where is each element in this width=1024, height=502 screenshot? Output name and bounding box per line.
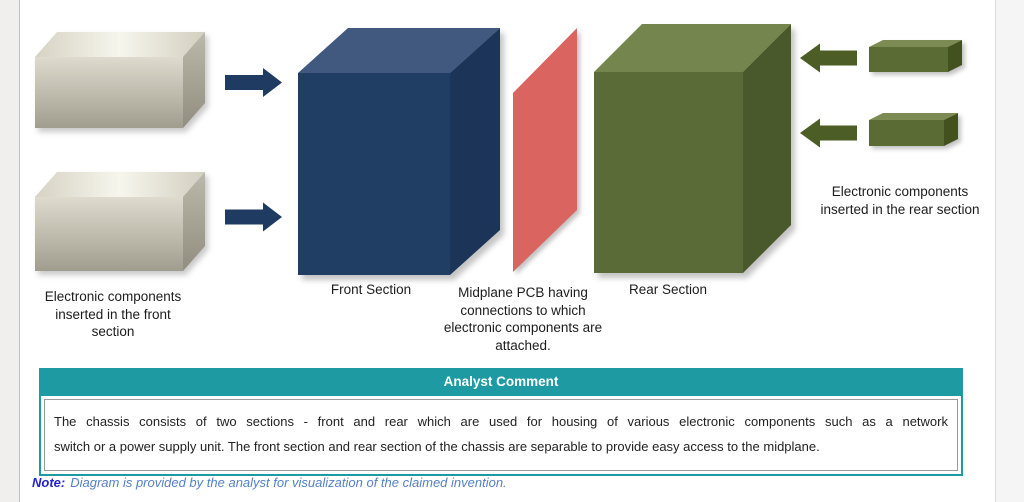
cube-top-face bbox=[298, 28, 500, 73]
rear-component-box-1 bbox=[869, 40, 962, 72]
rear-section-cube bbox=[594, 24, 791, 273]
front-insert-arrow-2 bbox=[225, 202, 282, 232]
cube-front-face bbox=[594, 72, 743, 273]
box-side-face bbox=[183, 32, 205, 128]
box-front-face bbox=[869, 47, 948, 72]
document-page: Electronic components inserted in the fr… bbox=[20, 0, 996, 502]
chassis-diagram bbox=[35, 24, 962, 275]
box-front-face bbox=[35, 197, 183, 271]
note-text: Diagram is provided by the analyst for v… bbox=[70, 475, 507, 490]
box-front-face bbox=[35, 57, 183, 128]
front-section-cube bbox=[298, 28, 500, 275]
left-gutter bbox=[0, 0, 20, 502]
analyst-comment-header: Analyst Comment bbox=[39, 368, 963, 396]
cube-side-face bbox=[743, 24, 791, 273]
box-side-face bbox=[944, 113, 958, 146]
front-insert-arrow-1 bbox=[225, 68, 282, 97]
rear-insert-arrow-2 bbox=[800, 118, 857, 148]
note-line: Note: Diagram is provided by the analyst … bbox=[32, 475, 507, 491]
note-label: Note: bbox=[32, 475, 66, 490]
comment-line-2: switch or a power supply unit. The front… bbox=[54, 439, 820, 454]
box-front-face bbox=[869, 120, 944, 146]
analyst-comment-body: The chassis consists of two sections - f… bbox=[39, 396, 963, 476]
front-section-label: Front Section bbox=[330, 282, 412, 297]
midplane-label: Midplane PCB having connections to which… bbox=[443, 285, 603, 353]
front-component-box-2 bbox=[35, 172, 205, 271]
midplane-pcb bbox=[513, 28, 577, 272]
analyst-comment-panel: Analyst Comment The chassis consists of … bbox=[39, 368, 963, 476]
rear-insert-arrow-1 bbox=[800, 43, 857, 73]
box-top-face bbox=[869, 40, 962, 47]
comment-line-1: The chassis consists of two sections - f… bbox=[54, 414, 948, 429]
box-top-face bbox=[869, 113, 958, 120]
cube-top-face bbox=[594, 24, 791, 72]
rear-components-label: Electronic components inserted in the re… bbox=[820, 184, 980, 217]
front-components-label: Electronic components inserted in the fr… bbox=[44, 289, 182, 339]
box-top-face bbox=[35, 172, 205, 197]
cube-side-face bbox=[450, 28, 500, 275]
box-side-face bbox=[183, 172, 205, 271]
front-component-box-1 bbox=[35, 32, 205, 128]
box-side-face bbox=[948, 40, 962, 72]
box-top-face bbox=[35, 32, 205, 57]
rear-component-box-2 bbox=[869, 113, 958, 146]
analyst-comment-text: The chassis consists of two sections - f… bbox=[44, 399, 958, 471]
cube-front-face bbox=[298, 73, 450, 275]
rear-section-label: Rear Section bbox=[628, 282, 708, 297]
